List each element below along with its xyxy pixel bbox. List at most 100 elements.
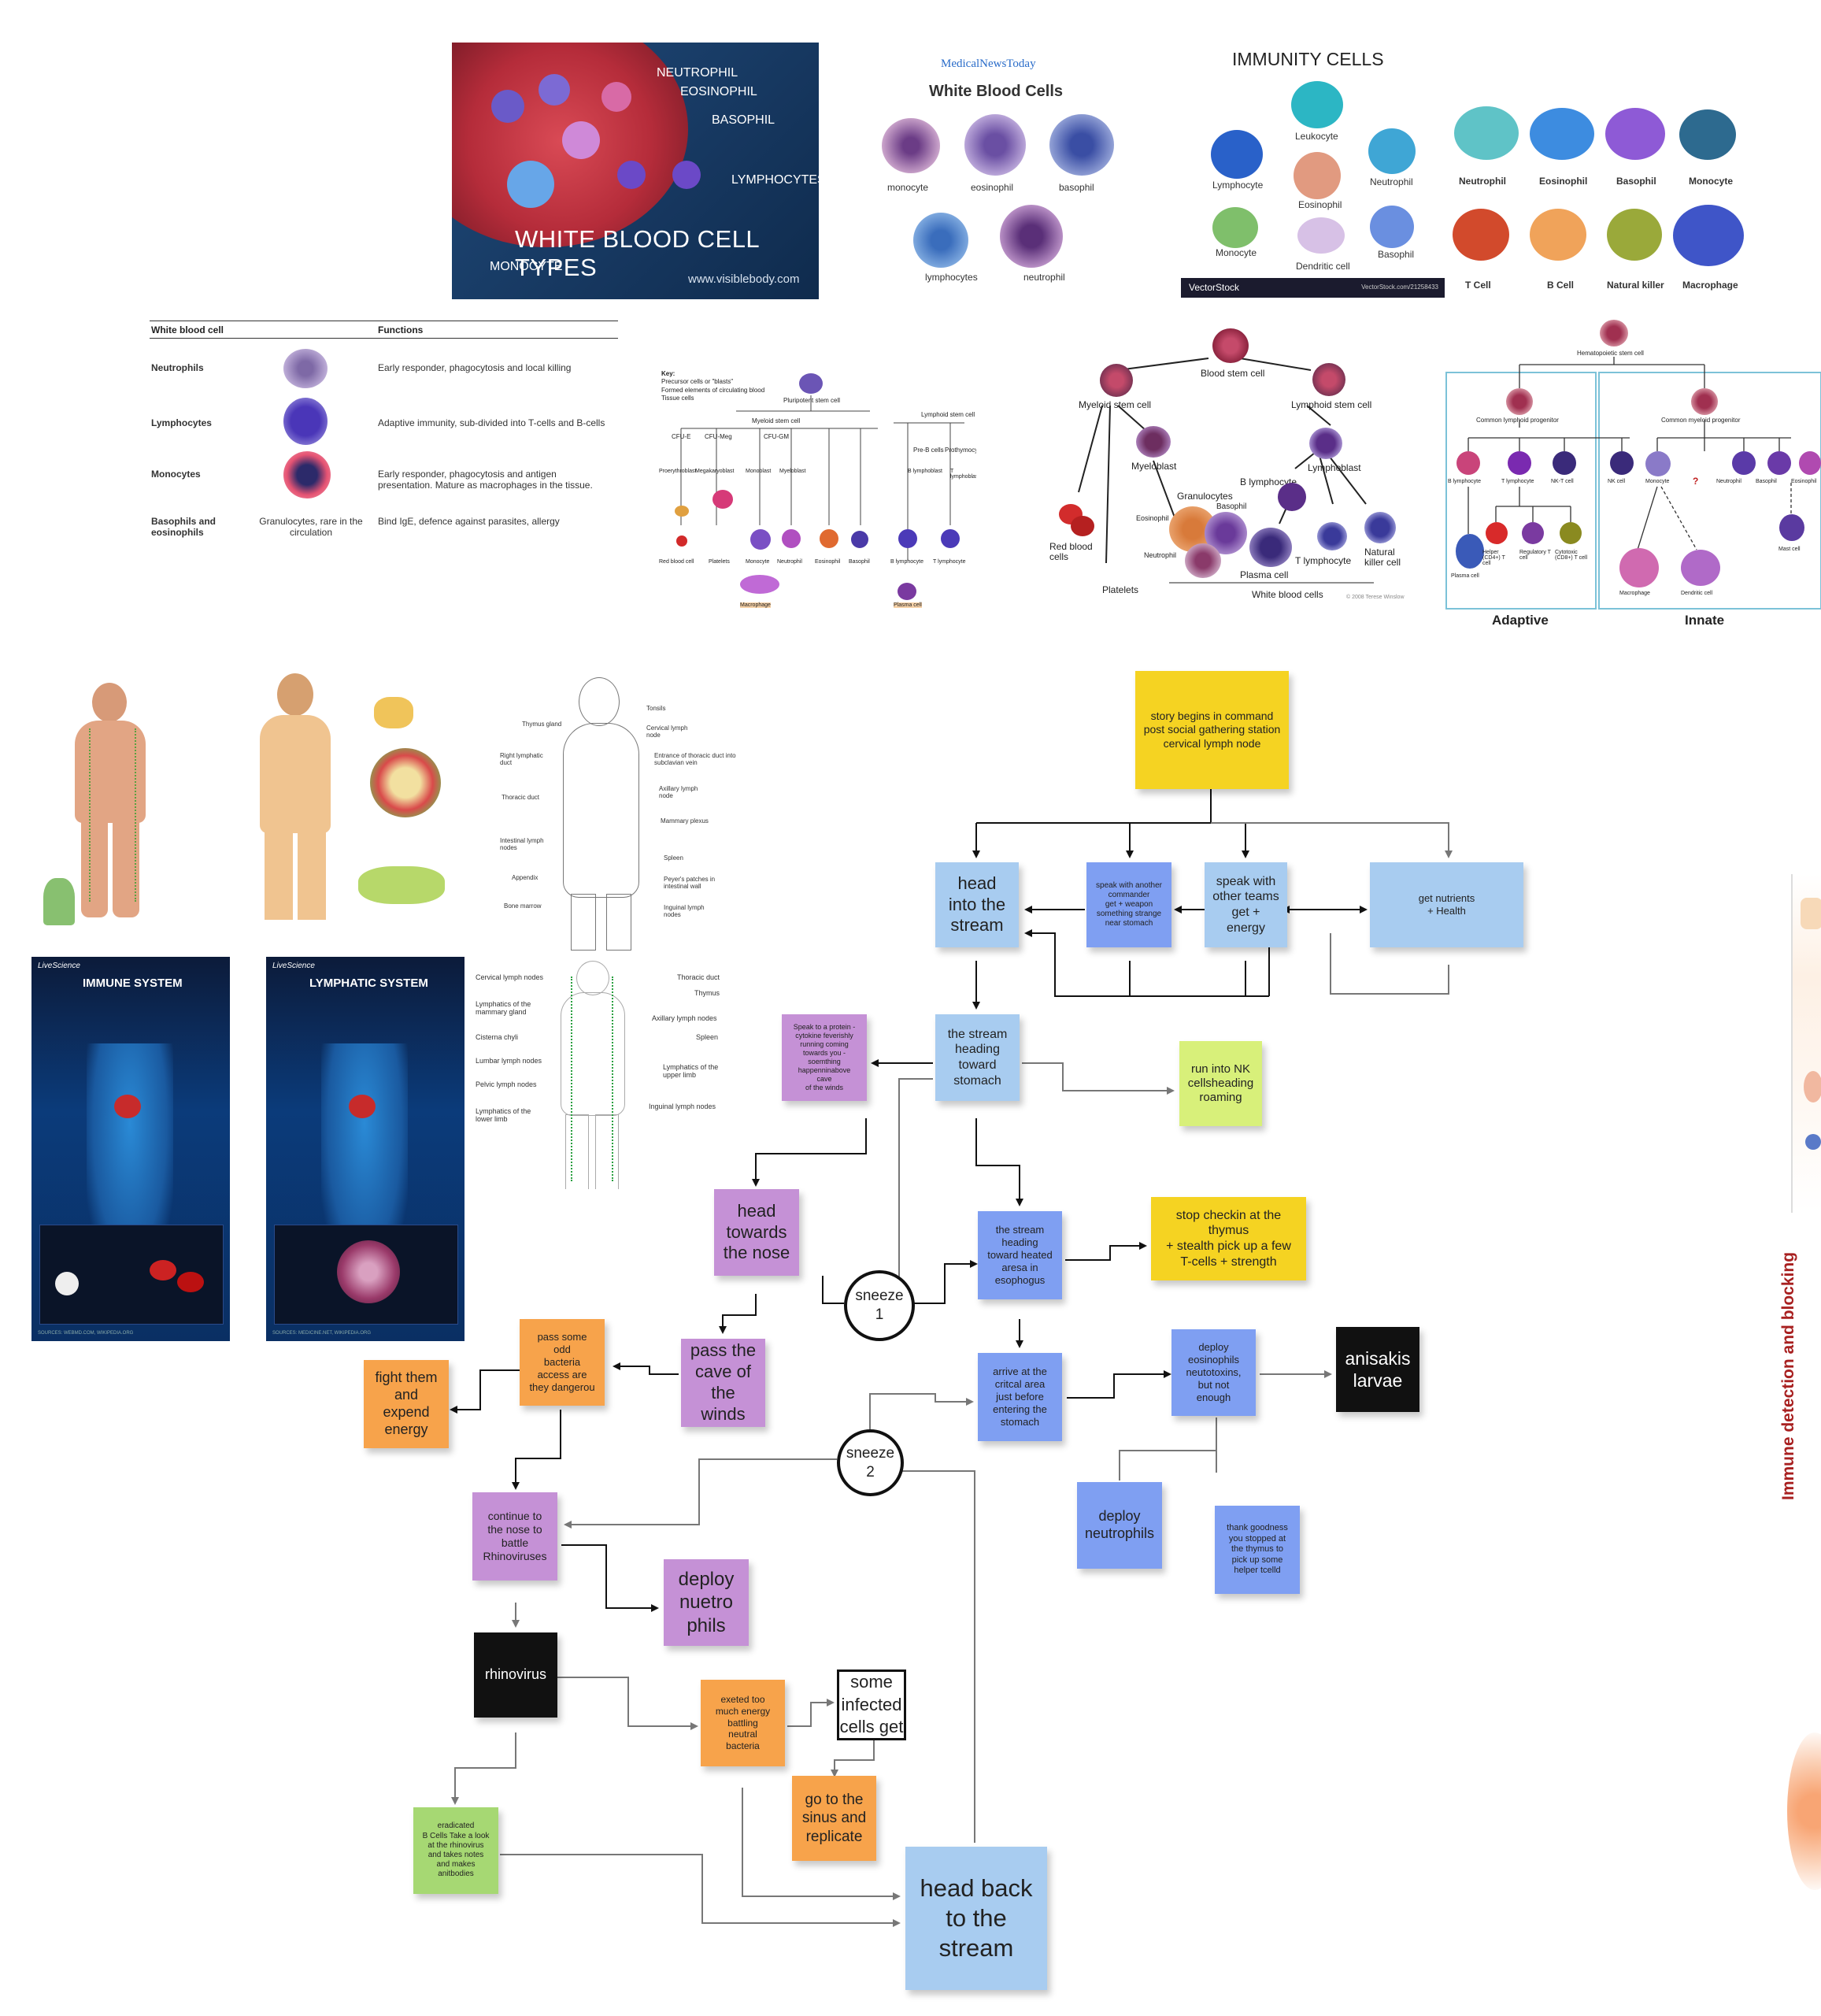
cell-blob (1691, 388, 1718, 415)
label-eosinophil: eosinophil (971, 182, 1014, 193)
note-head-back-stream[interactable]: head back to the stream (905, 1847, 1047, 1990)
note-cave-of-winds[interactable]: pass the cave of the winds (681, 1339, 765, 1427)
cell-blob (913, 213, 968, 268)
cell-blob (1049, 114, 1114, 176)
blood-stem-label: Platelets (1102, 584, 1139, 595)
table-header-rule (150, 338, 618, 339)
cell-blob (1456, 451, 1480, 475)
note-infected-cells[interactable]: some infected cells get (837, 1670, 906, 1740)
note-speak-other-teams[interactable]: speak with other teams get + energy (1205, 862, 1287, 947)
cell-blob (1530, 209, 1586, 261)
green-label: Thymus (694, 989, 720, 997)
note-run-into-nk[interactable]: run into NK cellsheading roaming (1179, 1041, 1262, 1126)
note-story-start[interactable]: story begins in command post social gath… (1135, 671, 1289, 789)
bottom-label: Red blood cell (659, 559, 694, 565)
poster-brand: LiveScience (272, 962, 315, 970)
note-stream-stomach[interactable]: the stream heading toward stomach (935, 1014, 1020, 1101)
note-rhinovirus[interactable]: rhinovirus (474, 1632, 557, 1718)
key-box: Key: Precursor cells or "blasts" Formed … (661, 370, 764, 403)
note-thank-goodness[interactable]: thank goodness you stopped at the thymus… (1215, 1506, 1300, 1594)
note-sinus-replicate[interactable]: go to the sinus and replicate (792, 1776, 876, 1861)
cell-blob (941, 529, 960, 548)
note-head-into-stream[interactable]: head into the stream (935, 862, 1019, 947)
note-head-towards-nose[interactable]: head towards the nose (714, 1189, 799, 1276)
cell-blob (1506, 388, 1533, 415)
cell-blob (1732, 451, 1756, 475)
cell-blob (1211, 130, 1263, 179)
sneeze-1-circle[interactable]: sneeze 1 (844, 1270, 915, 1341)
right-edge-panel (1791, 874, 1821, 1213)
note-stream-esophagus[interactable]: the stream heading toward heated aresa i… (978, 1211, 1062, 1299)
note-deploy-neutrophils[interactable]: deploy neutrophils (1077, 1482, 1162, 1569)
label-nk: Natural killer (1607, 280, 1664, 291)
label-basophil: basophil (1059, 182, 1094, 193)
row1-label: CFU-GM (764, 433, 789, 440)
note-odd-bacteria[interactable]: pass some odd bacteria access are they d… (520, 1319, 605, 1406)
cmp-label: Common myeloid progenitor (1661, 417, 1741, 424)
cell-blob (712, 490, 733, 509)
cell-blob (898, 583, 916, 600)
note-anisakis-larvae[interactable]: anisakis larvae (1336, 1327, 1419, 1412)
outline-body (579, 677, 620, 726)
cell-blob (1679, 109, 1736, 160)
row2-label: T lymphoblast (950, 469, 976, 480)
label-basophil: Basophil (1378, 249, 1415, 260)
monocyte-cell-image (283, 451, 331, 498)
wbc-types-url: www.visiblebody.com (688, 272, 800, 286)
poster-footer: SOURCES: MEDICINE.NET, WIKIPEDIA.ORG (272, 1331, 372, 1336)
cell-blob (150, 1260, 176, 1280)
key-item: Precursor cells or "blasts" (661, 378, 734, 386)
row2-label: Megakaryoblast (695, 469, 735, 474)
key-item: Tissue cells (661, 395, 694, 402)
note-critical-area[interactable]: arrive at the critcal area just before e… (978, 1353, 1062, 1441)
outline-label: Intestinal lymph nodes (500, 837, 544, 851)
mnt-brand: MedicalNewsToday (941, 57, 1036, 70)
lower-label: Dendritic cell (1681, 591, 1713, 596)
note-continue-nose[interactable]: continue to the nose to battle Rhinoviru… (472, 1492, 557, 1581)
note-deploy-eosinophils[interactable]: deploy eosinophils neutotoxins, but not … (1171, 1329, 1256, 1416)
note-exeted-energy[interactable]: exeted too much energy battling neutral … (701, 1680, 785, 1766)
note-stop-thymus[interactable]: stop checkin at the thymus + stealth pic… (1151, 1197, 1306, 1280)
outline-label: Entrance of thoracic duct into subclavia… (654, 752, 736, 766)
blood-stem-label: Myeloblast (1131, 461, 1177, 472)
note-eradicated-bcells[interactable]: eradicated B Cells Take a look at the rh… (413, 1807, 498, 1894)
tissue-label: Macrophage (740, 602, 771, 608)
cell-blob (617, 161, 646, 189)
lymphocyte-cell-image (283, 398, 328, 445)
immunity-title: IMMUNITY CELLS (1232, 49, 1384, 69)
green-label: Cervical lymph nodes (476, 973, 544, 981)
label-monocyte: Monocyte (1216, 247, 1257, 258)
cell-blob (55, 1272, 79, 1295)
green-lymph-figure: Cervical lymph nodes Thoracic duct Thymu… (472, 961, 732, 1189)
row2-label: B lymphoblast (908, 469, 942, 474)
cell-blob (1486, 522, 1508, 544)
sneeze-2-circle[interactable]: sneeze 2 (837, 1429, 904, 1496)
row1-label: Pre-B cells (913, 447, 944, 454)
cell-blob (1370, 206, 1414, 248)
note-speak-commander[interactable]: speak with another commander get + weapo… (1086, 862, 1171, 947)
blood-stem-label: B lymphocyte (1240, 476, 1297, 487)
lower-label: Regulatory T cell (1519, 550, 1551, 561)
cell-blob (1212, 207, 1258, 248)
green-label: Inguinal lymph nodes (649, 1102, 716, 1110)
outline-label: Bone marrow (504, 902, 542, 910)
note-deploy-nuetrophils[interactable]: deploy nuetro phils (664, 1559, 749, 1646)
adaptive-caption: Adaptive (1492, 613, 1549, 628)
outline-label: Cervical lymph node (646, 724, 688, 739)
blood-stem-label: Granulocytes (1177, 491, 1233, 502)
note-get-nutrients[interactable]: get nutrients + Health (1370, 862, 1523, 947)
credit-label: © 2008 Terese Winslow (1346, 595, 1405, 600)
green-label: Lymphatics of the mammary gland (476, 1000, 531, 1016)
table-row-name: Monocytes (151, 469, 201, 480)
cell-blob (1607, 209, 1662, 261)
right-edge-orange-blob (1787, 1732, 1821, 1890)
blood-stem-label: Neutrophil (1144, 551, 1177, 559)
cell-blob (1278, 483, 1306, 511)
note-fight-them[interactable]: fight them and expend energy (364, 1360, 449, 1448)
row2-label: Monoblast (746, 469, 772, 474)
cell-blob (1673, 205, 1744, 266)
blood-stem-label: Lymphoblast (1308, 462, 1361, 473)
table-header-cell: White blood cell (151, 324, 224, 335)
note-protein-cytokine[interactable]: Speak to a protein - cytokine feverishly… (782, 1014, 867, 1101)
cell-blob (882, 118, 940, 173)
